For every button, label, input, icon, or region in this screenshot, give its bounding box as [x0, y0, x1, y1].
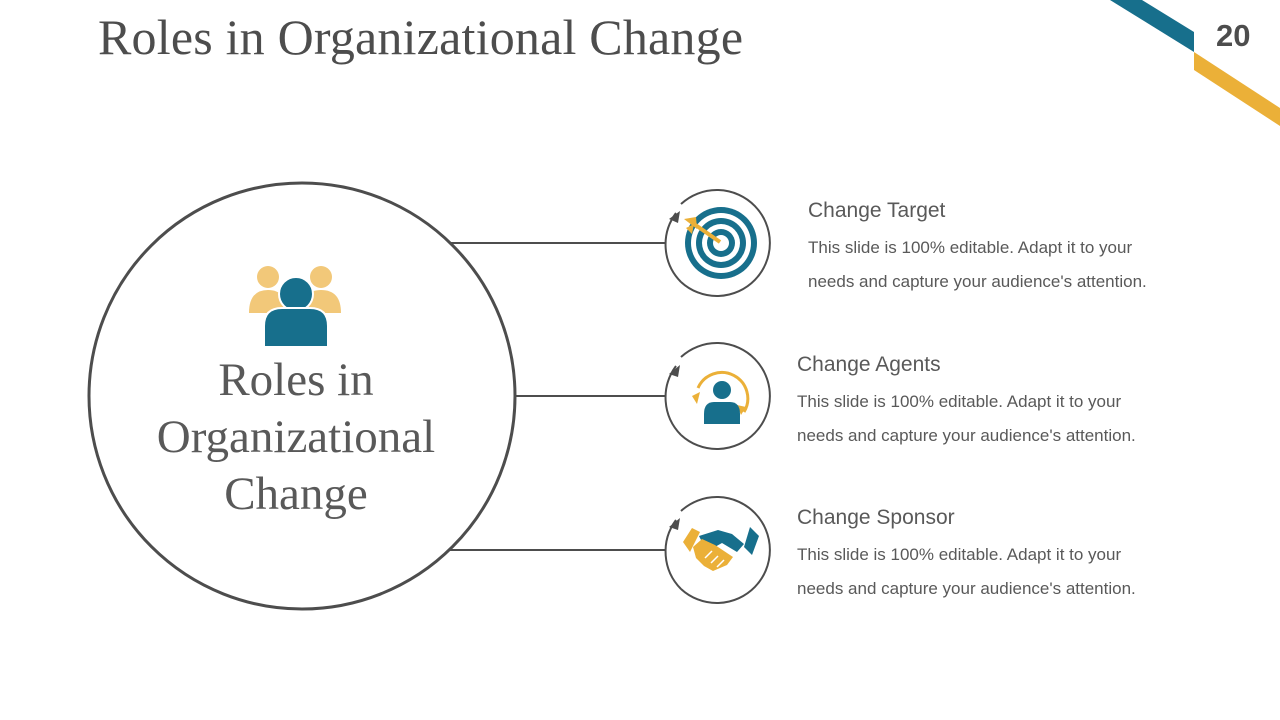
change-sponsor-title: Change Sponsor — [797, 506, 955, 529]
slide-title: Roles in Organizational Change — [98, 9, 744, 65]
change-agents-desc-line-2: needs and capture your audience's attent… — [797, 426, 1136, 445]
sponsor-circle — [664, 496, 771, 604]
handshake-icon — [683, 527, 759, 571]
change-agents-title: Change Agents — [797, 353, 941, 376]
change-target-title: Change Target — [808, 199, 946, 222]
change-sponsor-desc-line-1: This slide is 100% editable. Adapt it to… — [797, 545, 1122, 564]
target-circle — [664, 189, 771, 297]
person-cycle-icon — [692, 371, 750, 424]
change-target-desc-line-1: This slide is 100% editable. Adapt it to… — [808, 238, 1133, 257]
change-agents-description: This slide is 100% editable. Adapt it to… — [797, 385, 1197, 453]
change-target-desc-line-2: needs and capture your audience's attent… — [808, 272, 1147, 291]
center-title-line-1: Roles in — [218, 354, 374, 406]
change-target-description: This slide is 100% editable. Adapt it to… — [808, 231, 1208, 299]
change-sponsor-description: This slide is 100% editable. Adapt it to… — [797, 538, 1197, 606]
change-agents-desc-line-1: This slide is 100% editable. Adapt it to… — [797, 392, 1122, 411]
center-title: Roles in Organizational Change — [96, 352, 496, 523]
center-circle — [87, 181, 517, 611]
page-number: 20 — [1216, 18, 1251, 53]
center-title-line-2: Organizational — [156, 411, 436, 463]
target-dart-icon — [684, 207, 757, 279]
agents-circle — [664, 342, 771, 450]
center-title-line-3: Change — [224, 468, 368, 520]
change-sponsor-desc-line-2: needs and capture your audience's attent… — [797, 579, 1136, 598]
people-group-icon — [249, 266, 341, 348]
